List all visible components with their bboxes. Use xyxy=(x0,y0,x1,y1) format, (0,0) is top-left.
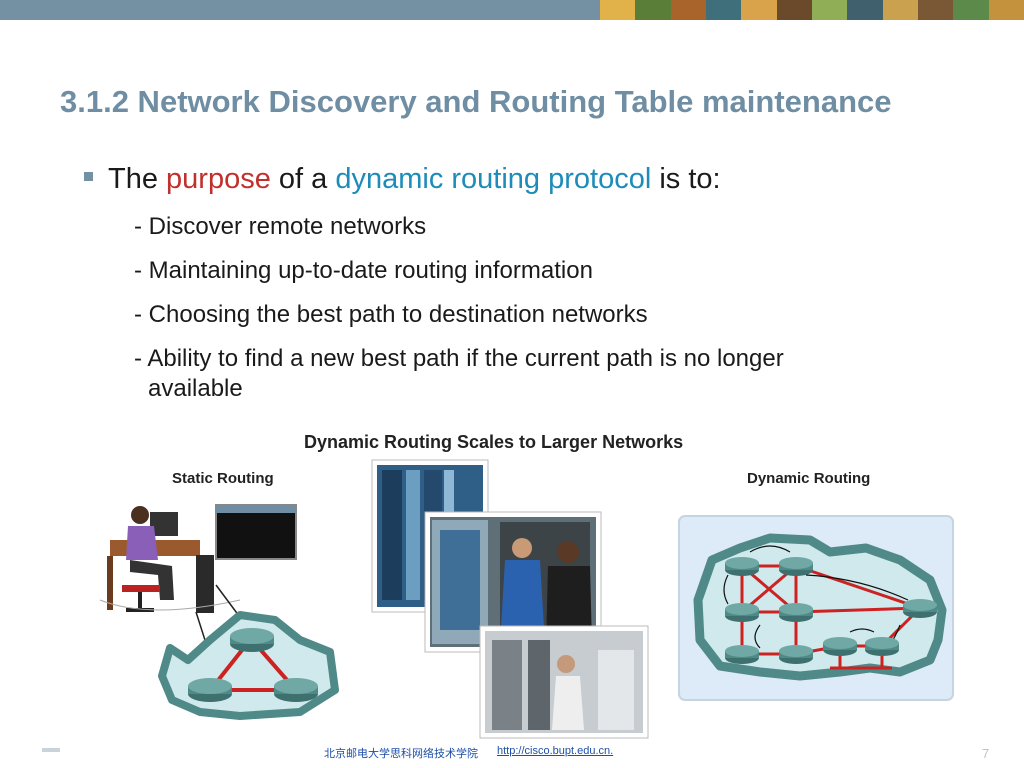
footer-link[interactable]: http://cisco.bupt.edu.cn. xyxy=(497,745,614,757)
page-number: 7 xyxy=(982,746,990,761)
bullet-marker-icon xyxy=(84,172,93,181)
highlight-dynamic-routing-protocol: dynamic routing protocol xyxy=(335,163,652,195)
dynamic-routing-label: Dynamic Routing xyxy=(747,470,871,487)
router-icon xyxy=(725,557,759,576)
router-icon xyxy=(865,637,899,656)
static-routing-label: Static Routing xyxy=(172,470,274,487)
subitem-list: - Discover remote networks - Maintaining… xyxy=(134,212,924,418)
figure-title: Dynamic Routing Scales to Larger Network… xyxy=(304,432,684,452)
router-icon xyxy=(779,645,813,664)
router-icon xyxy=(274,678,318,702)
router-icon xyxy=(779,603,813,622)
router-icon xyxy=(230,628,274,652)
subitem: - Choosing the best path to destination … xyxy=(134,301,648,328)
footer-logo-icon xyxy=(42,748,60,752)
router-icon xyxy=(725,645,759,664)
router-icon xyxy=(823,637,857,656)
subitem-last: - Ability to find a new best path if the… xyxy=(134,344,924,404)
header-banner-image xyxy=(600,0,1024,20)
subitem: - Maintaining up-to-date routing informa… xyxy=(134,257,593,284)
bullet-text: The purpose of a dynamic routing protoco… xyxy=(108,163,721,195)
router-icon xyxy=(725,603,759,622)
router-icon xyxy=(903,599,937,618)
subitem: - Discover remote networks xyxy=(134,213,427,240)
router-icon xyxy=(779,557,813,576)
slide-title: 3.1.2 Network Discovery and Routing Tabl… xyxy=(60,84,892,119)
footer-institution: 北京邮电大学思科网络技术学院 xyxy=(324,747,478,760)
highlight-purpose: purpose xyxy=(166,163,271,195)
subitem-continuation: available xyxy=(148,375,243,402)
router-icon xyxy=(188,678,232,702)
